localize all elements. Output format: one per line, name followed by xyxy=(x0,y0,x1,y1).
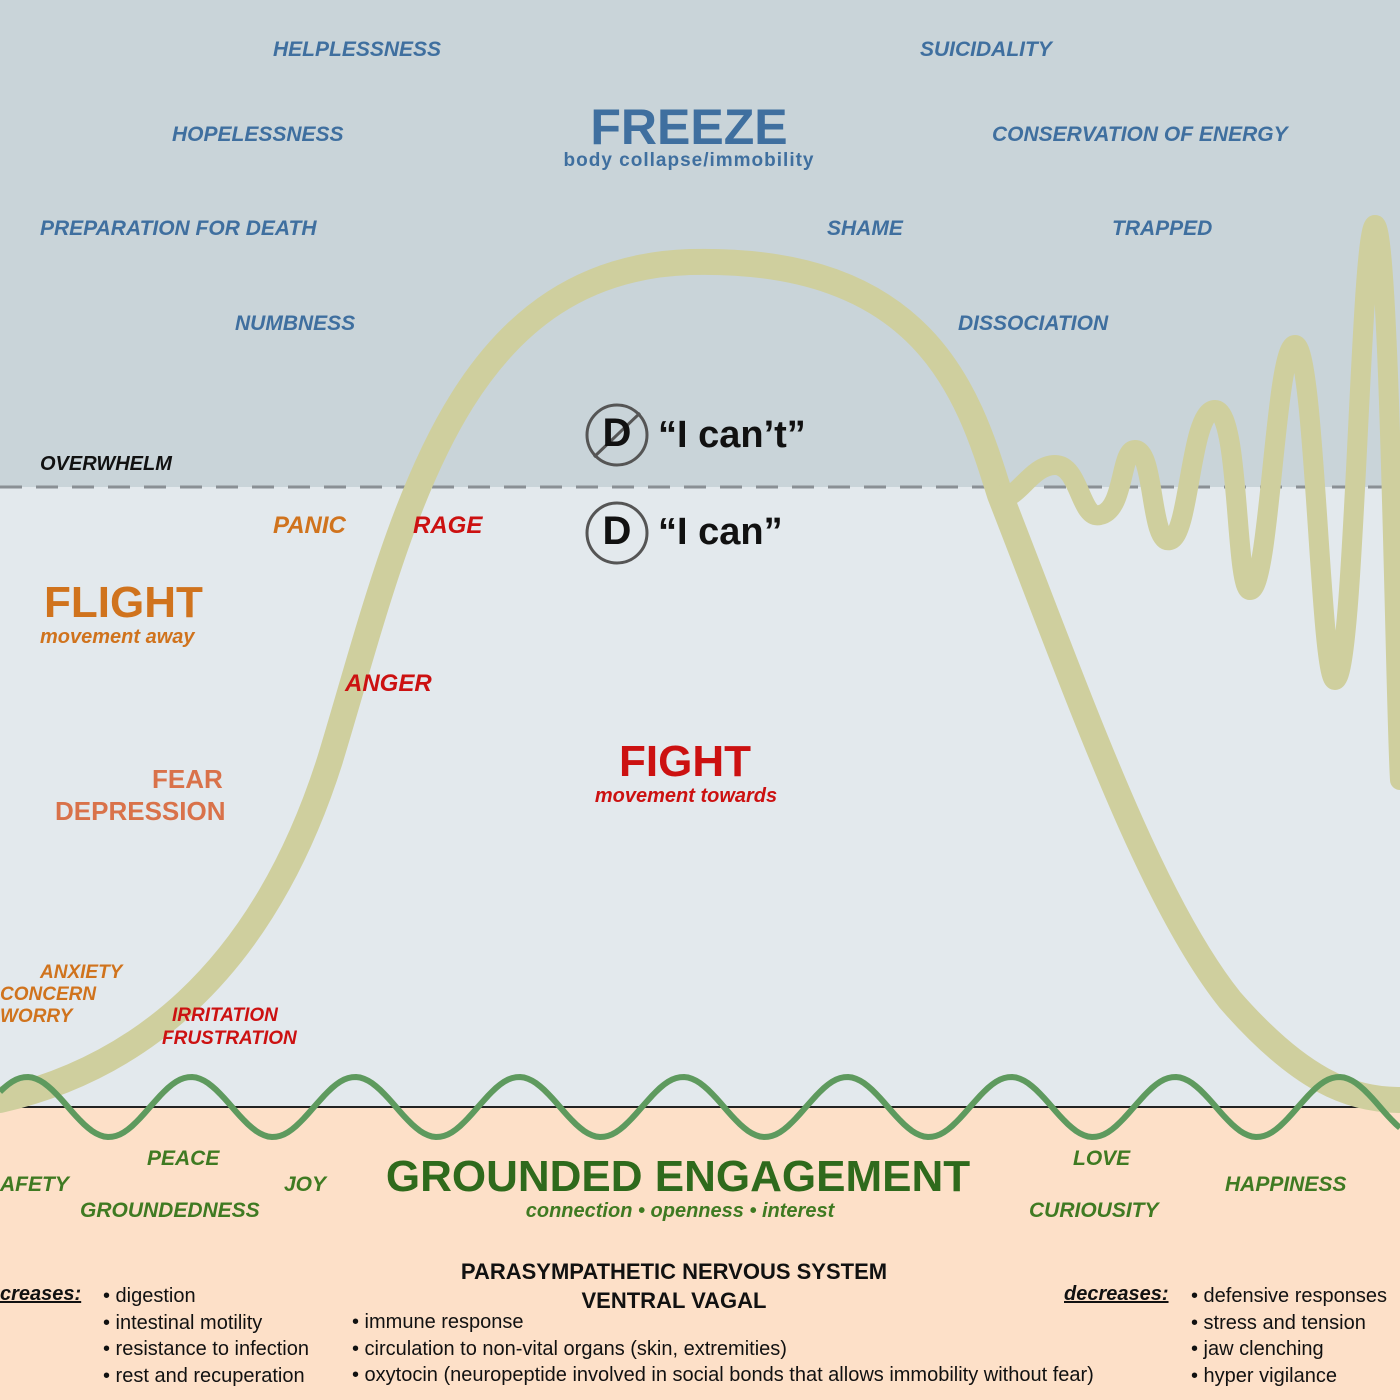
list-item: • intestinal motility xyxy=(103,1311,263,1334)
word-anxiety: ANXIETY xyxy=(40,962,123,983)
word-concern: CONCERN xyxy=(0,984,97,1005)
can-badge-text: “I can” xyxy=(658,511,783,553)
overwhelm-label: OVERWHELM xyxy=(40,453,172,475)
word-conservation-of-energy: CONSERVATION OF ENERGY xyxy=(992,123,1288,146)
list-item: • rest and recuperation xyxy=(103,1364,305,1387)
word-curiousity: CURIOUSITY xyxy=(1029,1199,1159,1222)
list-item: • immune response xyxy=(352,1311,524,1333)
word-peace: PEACE xyxy=(147,1147,220,1170)
dysregulation-oscillation xyxy=(990,215,1400,790)
word-dissociation: DISSOCIATION xyxy=(958,312,1109,335)
word-trapped: TRAPPED xyxy=(1112,217,1213,240)
fight-flight-zone xyxy=(0,487,1400,1107)
ventral-vagal-title: VENTRAL VAGAL xyxy=(581,1288,767,1313)
word-shame: SHAME xyxy=(827,217,903,240)
can-badge-letter: D xyxy=(602,509,632,553)
word-numbness: NUMBNESS xyxy=(235,312,356,335)
list-item: • resistance to infection xyxy=(103,1338,309,1360)
word-worry: WORRY xyxy=(0,1006,73,1027)
word-happiness: HAPPINESS xyxy=(1225,1173,1347,1196)
word-depression: DEPRESSION xyxy=(55,796,226,826)
word-joy: JOY xyxy=(284,1173,327,1196)
word-fear: FEAR xyxy=(152,764,223,794)
word-irritation: IRRITATION xyxy=(172,1005,278,1026)
decreases-label: decreases: xyxy=(1064,1283,1169,1305)
flight-title: FLIGHT xyxy=(44,578,203,627)
word-anger: ANGER xyxy=(345,670,432,697)
fight-title: FIGHT xyxy=(619,737,751,786)
word-hopelessness: HOPELESSNESS xyxy=(172,123,344,146)
increases-label: creases: xyxy=(0,1283,82,1305)
cant-badge-circle xyxy=(585,403,649,467)
list-item: • stress and tension xyxy=(1191,1311,1366,1334)
freeze-title: FREEZE xyxy=(590,99,788,155)
grounded-zone xyxy=(0,1107,1400,1400)
fight-subtitle: movement towards xyxy=(594,785,778,807)
word-love: LOVE xyxy=(1073,1147,1131,1170)
flight-subtitle: movement away xyxy=(40,626,195,648)
list-item: • oxytocin (neuropeptide involved in soc… xyxy=(352,1364,1094,1386)
list-item: • circulation to non-vital organs (skin,… xyxy=(352,1337,787,1360)
grounded-subtitle: connection • openness • interest xyxy=(525,1200,835,1222)
increases-list: • digestion • intestinal motility • resi… xyxy=(103,1283,309,1389)
word-helplessness: HELPLESSNESS xyxy=(273,38,442,61)
word-preparation-for-death: PREPARATION FOR DEATH xyxy=(40,217,317,240)
list-item: • hyper vigilance xyxy=(1191,1364,1337,1387)
grounded-title: GROUNDED ENGAGEMENT xyxy=(385,1152,971,1201)
cant-badge-text: “I can’t” xyxy=(658,414,806,456)
decreases-list: • defensive responses • stress and tensi… xyxy=(1191,1283,1400,1389)
word-frustration: FRUSTRATION xyxy=(162,1028,297,1049)
word-suicidality: SUICIDALITY xyxy=(920,38,1052,61)
grounded-wave xyxy=(0,1073,1400,1141)
freeze-subtitle: body collapse/immobility xyxy=(563,150,815,171)
list-item: • digestion xyxy=(103,1285,196,1307)
list-item: • defensive responses xyxy=(1191,1285,1388,1307)
arousal-curve xyxy=(0,248,1400,1113)
center-list: • immune response • circulation to non-v… xyxy=(352,1309,1094,1389)
list-item: • jaw clenching xyxy=(1191,1338,1324,1360)
cant-badge-letter: D xyxy=(602,411,632,455)
parasympathetic-title: PARASYMPATHETIC NERVOUS SYSTEM xyxy=(460,1259,888,1284)
freeze-zone xyxy=(0,0,1400,487)
word-rage: RAGE xyxy=(413,512,483,539)
can-badge-circle xyxy=(585,501,649,565)
word-groundedness: GROUNDEDNESS xyxy=(80,1199,260,1222)
word-safety: AFETY xyxy=(0,1173,69,1196)
word-panic: PANIC xyxy=(273,512,346,539)
